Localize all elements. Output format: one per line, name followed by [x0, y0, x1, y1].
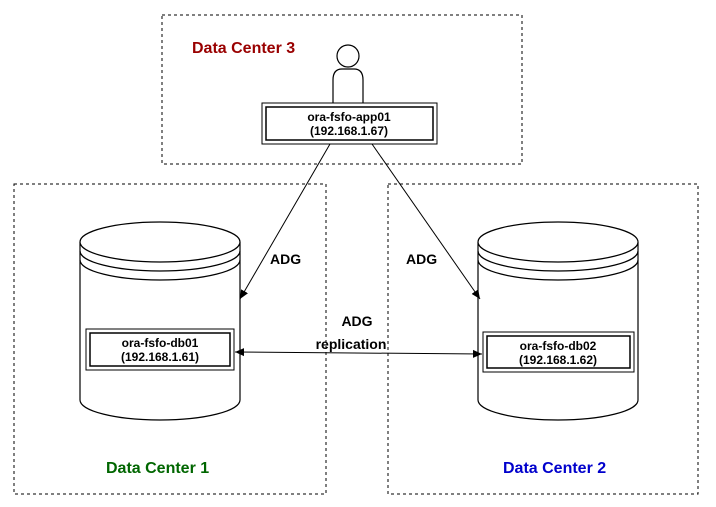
app-node: ora-fsfo-app01 (192.168.1.67): [261, 102, 438, 145]
data-center-1-box: [13, 183, 327, 495]
app-node-ip: (192.168.1.67): [310, 124, 388, 138]
edge-app-to-db1: [239, 143, 331, 300]
user-icon: [332, 44, 364, 103]
edge-replication-label-line2: replication: [316, 336, 387, 352]
db1-node-name: ora-fsfo-db01: [122, 336, 199, 350]
edge-replication-label-line1: ADG: [341, 313, 372, 329]
database-icon: [79, 221, 241, 421]
data-center-2-title: Data Center 2: [503, 460, 606, 477]
edge-replication: [234, 348, 483, 358]
edge-app-to-db2: [371, 143, 481, 300]
db2-node-name: ora-fsfo-db02: [520, 339, 597, 353]
edge-app-db2-label: ADG: [406, 251, 437, 267]
db2-node-ip: (192.168.1.62): [519, 353, 597, 367]
db1-node-ip: (192.168.1.61): [121, 350, 199, 364]
database-icon: [477, 221, 639, 421]
app-node-name: ora-fsfo-app01: [307, 110, 391, 124]
data-center-3-box: [161, 14, 523, 165]
data-center-1-title: Data Center 1: [106, 460, 209, 477]
data-center-2-box: [387, 183, 699, 495]
data-center-3-title: Data Center 3: [192, 40, 295, 57]
edge-app-db1-label: ADG: [270, 251, 301, 267]
db2-node: ora-fsfo-db02 (192.168.1.62): [482, 331, 635, 373]
db1-node: ora-fsfo-db01 (192.168.1.61): [85, 328, 235, 371]
